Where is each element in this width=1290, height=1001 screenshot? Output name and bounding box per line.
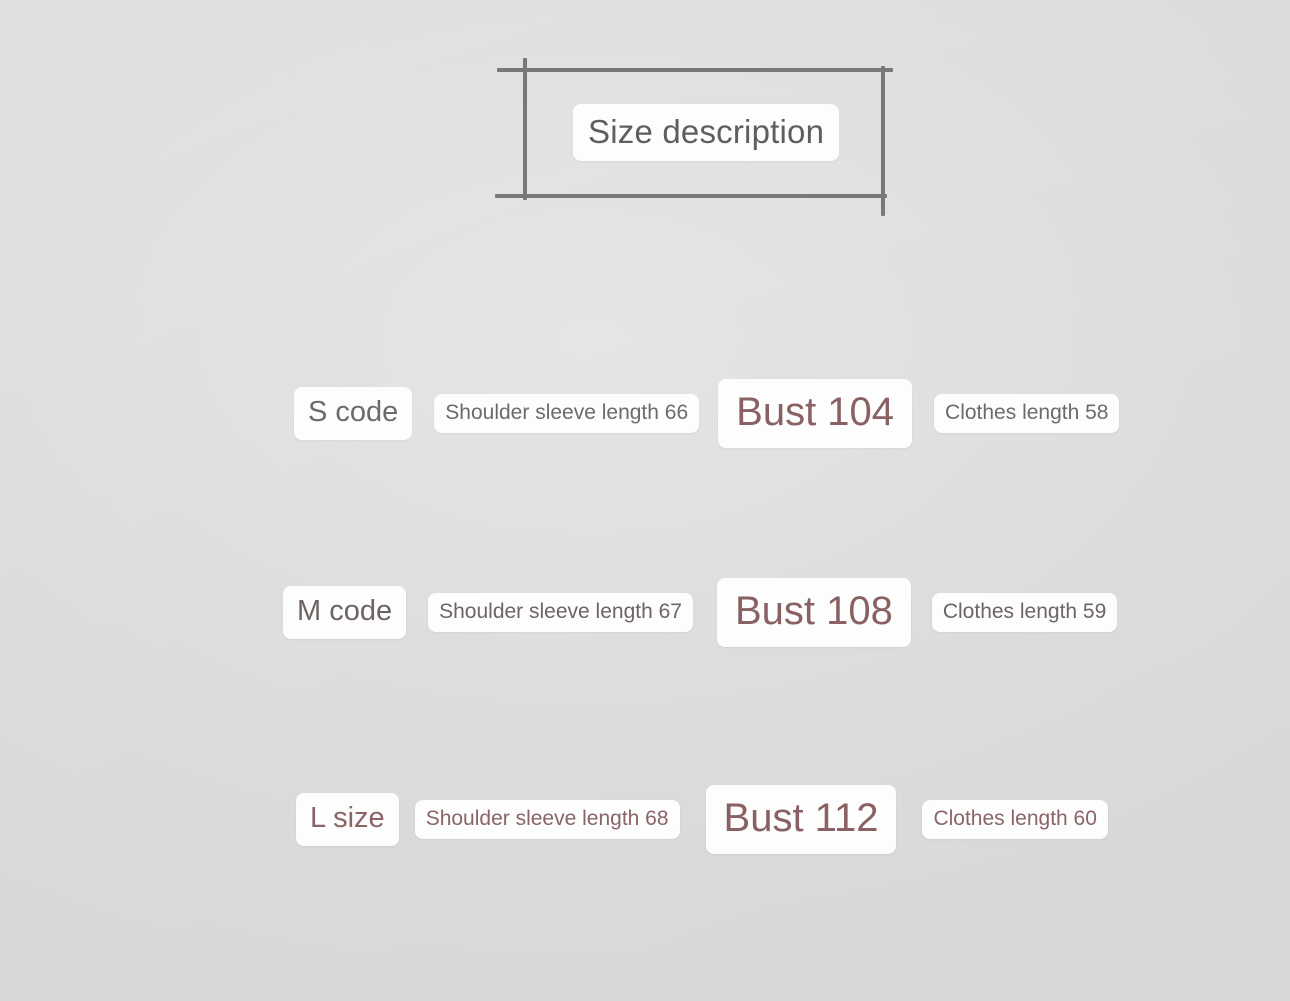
- header-frame: Size description: [495, 58, 895, 216]
- clothes-length-chip: Clothes length 59: [931, 593, 1118, 632]
- shoulder-sleeve-length-chip: Shoulder sleeve length 67: [428, 593, 693, 632]
- size-code-chip: M code: [283, 586, 407, 639]
- bust-chip: Bust 104: [718, 379, 913, 448]
- clothes-length-chip: Clothes length 58: [934, 394, 1120, 433]
- bust-chip: Bust 108: [716, 578, 911, 647]
- size-code-chip: S code: [294, 387, 413, 440]
- shoulder-sleeve-length-chip: Shoulder sleeve length 68: [414, 800, 680, 839]
- frame-left-line: [523, 58, 527, 200]
- frame-top-line: [497, 68, 893, 72]
- frame-bottom-line: [495, 194, 887, 198]
- frame-right-line: [881, 66, 885, 216]
- size-code-chip: L size: [296, 793, 399, 846]
- shoulder-sleeve-length-chip: Shoulder sleeve length 66: [434, 394, 700, 433]
- page-title: Size description: [573, 104, 840, 161]
- table-row: M code Shoulder sleeve length 67 Bust 10…: [283, 578, 1118, 647]
- clothes-length-chip: Clothes length 60: [922, 800, 1108, 839]
- table-row: S code Shoulder sleeve length 66 Bust 10…: [294, 379, 1120, 448]
- bust-chip: Bust 112: [705, 785, 897, 854]
- table-row: L size Shoulder sleeve length 68 Bust 11…: [296, 785, 1108, 854]
